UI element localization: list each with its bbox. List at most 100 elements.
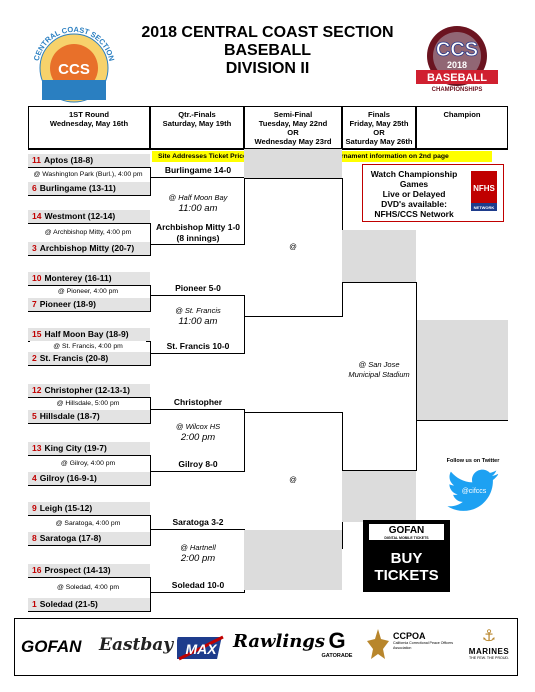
round-header-champion: Champion (416, 106, 508, 150)
game-site: @ St. Francis, 4:00 pm (30, 341, 146, 353)
team-underline (28, 577, 150, 578)
match-connector (150, 455, 151, 486)
shade-semi-top (244, 148, 342, 178)
team-name: Leigh (15-12) (39, 503, 93, 513)
sponsor-gofan: GOFAN (21, 637, 82, 656)
quarter-result[interactable]: St. Francis 10-0 (166, 341, 230, 351)
sponsor-marines: ⚓ MARINES THE FEW. THE PROUD. (463, 627, 515, 660)
quarter-connector (244, 295, 245, 354)
team-name: Soledad (21-5) (39, 599, 98, 609)
team-underline (28, 365, 150, 366)
quarter-game-site: @ Hartnell (180, 543, 216, 552)
team-name: Hillsdale (18-7) (39, 411, 100, 421)
table-top-border (28, 148, 508, 149)
nfhs-network-logo: NFHS NETWORK (471, 171, 497, 211)
team-name: Archbishop Mitty (20-7) (39, 243, 135, 253)
team-underline (28, 255, 150, 256)
game-site: @ Hillsdale, 5:00 pm (30, 398, 146, 410)
semi-line (244, 316, 342, 317)
marines-emblem-icon: ⚓ (481, 628, 497, 645)
svg-text:CHAMPIONSHIPS: CHAMPIONSHIPS (432, 87, 483, 93)
match-connector (150, 515, 151, 546)
round-header-semi: Semi-Final Tuesday, May 22nd OR Wednesda… (244, 106, 342, 150)
team-name: Prospect (14-13) (44, 565, 111, 575)
team-underline (28, 455, 150, 456)
quarter-underline (150, 471, 244, 472)
twitter-handle: @cifccs (462, 488, 487, 495)
quarter-result[interactable]: Burlingame 14-0 (164, 165, 232, 175)
game-site: @ Washington Park (Burl.), 4:00 pm (30, 169, 146, 181)
quarter-result[interactable]: Soledad 10-0 (171, 580, 225, 590)
team-underline (28, 397, 150, 398)
svg-text:CCS: CCS (436, 39, 478, 61)
team-name: Half Moon Bay (18-9) (44, 329, 129, 339)
seed-number: 15 (32, 329, 42, 339)
seed-number: 2 (32, 353, 37, 363)
watch-championship-box: Watch Championship Games Live or Delayed… (362, 164, 504, 222)
quarter-result[interactable]: Christopher (173, 397, 223, 407)
quarter-game-time: 2:00 pm (180, 553, 216, 564)
team-name: Aptos (18-8) (44, 155, 94, 165)
quarter-result[interactable]: Saratoga 3-2 (172, 517, 224, 527)
quarter-result[interactable]: Pioneer 5-0 (175, 283, 221, 293)
team-name: Saratoga (17-8) (39, 533, 102, 543)
champion-line (416, 420, 508, 421)
quarter-underline (150, 177, 244, 178)
match-connector (150, 397, 151, 424)
sponsor-gatorade: G GATORADE (317, 629, 357, 669)
sponsor-rawlings: Rawlings (233, 631, 326, 652)
team-name: Westmont (12-14) (44, 211, 116, 221)
quarter-result[interactable]: Gilroy 8-0 (178, 459, 218, 469)
team-underline (28, 515, 150, 516)
match-connector (150, 167, 151, 196)
team-name: St. Francis (20-8) (39, 353, 109, 363)
shade-final-bottom (342, 470, 416, 522)
quarter-underline (150, 353, 244, 354)
title-line-3: DIVISION II (225, 60, 310, 77)
sponsor-bar: GOFAN Eastbay MAX Rawlings G GATORADE CC… (14, 618, 518, 676)
ccs-abbr-text: CCS (58, 61, 90, 78)
gatorade-g-icon: G (328, 628, 346, 653)
team-underline (28, 545, 150, 546)
svg-text:BASEBALL: BASEBALL (427, 72, 487, 84)
quarter-game-time: 11:00 am (178, 316, 218, 327)
quarter-result[interactable]: Archbishop Mitty 1-0 (8 innings) (155, 222, 241, 243)
buy-tickets-button[interactable]: GOFAN DIGITAL MOBILE TICKETS BUY TICKETS (363, 520, 450, 592)
shade-champion (416, 320, 508, 420)
team-name: Christopher (12-13-1) (44, 385, 130, 395)
final-line (342, 470, 416, 471)
quarter-underline (150, 592, 244, 593)
quarter-underline (150, 295, 244, 296)
team-name: Pioneer (18-9) (39, 299, 96, 309)
team-underline (28, 311, 150, 312)
round-header-1: 1ST Round Wednesday, May 16th (28, 106, 150, 150)
quarter-game-site: @ Half Moon Bay (168, 193, 228, 202)
seed-number: 6 (32, 183, 37, 193)
game-site: @ Saratoga, 4:00 pm (30, 518, 146, 530)
title-line-1: 2018 CENTRAL COAST SECTION (141, 24, 394, 41)
team-name: Monterey (16-11) (44, 273, 112, 283)
match-connector (150, 285, 151, 312)
team-underline (28, 195, 150, 196)
twitter-bird-icon[interactable]: @cifccs (444, 468, 500, 514)
match-connector (150, 223, 151, 256)
page-title: 2018 CENTRAL COAST SECTION BASEBALL DIVI… (0, 24, 535, 78)
seed-number: 9 (32, 503, 37, 513)
quarter-game-time: 2:00 pm (180, 432, 216, 443)
